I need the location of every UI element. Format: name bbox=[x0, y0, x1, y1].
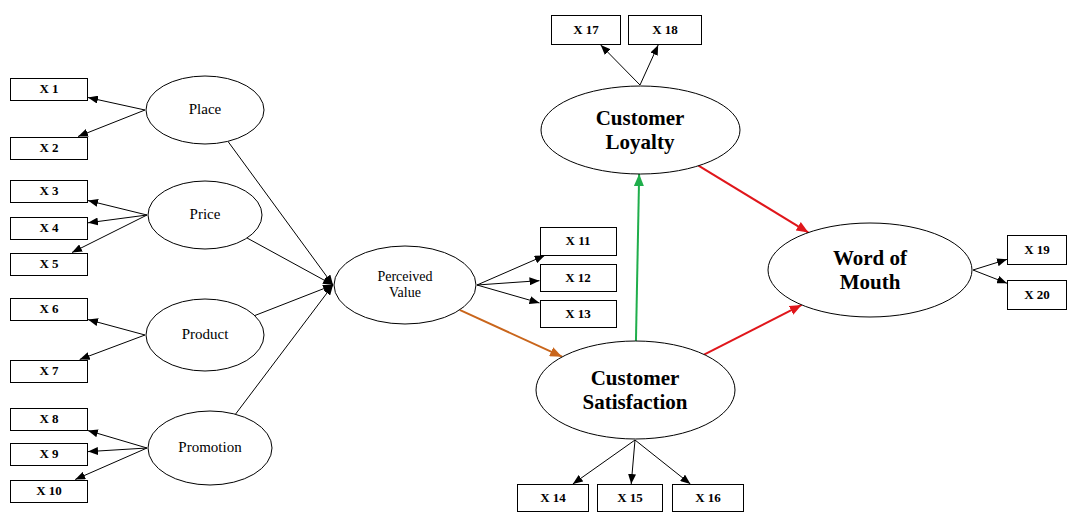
node-label: X 4 bbox=[39, 221, 58, 236]
construct-ellipse: Perceived Value bbox=[333, 245, 477, 325]
path-arrow bbox=[88, 98, 145, 110]
node-label: X 14 bbox=[540, 491, 566, 506]
ellipse-shape bbox=[146, 76, 264, 144]
construct-ellipse: Promotion bbox=[147, 410, 273, 486]
indicator-box: X 13 bbox=[540, 300, 617, 328]
path-arrow bbox=[973, 270, 1007, 283]
indicator-box: X 18 bbox=[628, 15, 702, 45]
path-arrow bbox=[88, 431, 147, 449]
indicator-box: X 20 bbox=[1007, 280, 1067, 310]
construct-ellipse: Word of Mouth bbox=[767, 222, 973, 318]
indicator-box: X 10 bbox=[10, 480, 88, 503]
path-arrow bbox=[247, 238, 333, 285]
path-arrow bbox=[78, 110, 145, 137]
node-label: Price bbox=[190, 206, 221, 223]
path-arrow bbox=[640, 45, 658, 85]
indicator-box: X 14 bbox=[517, 484, 589, 512]
path-arrow bbox=[704, 305, 802, 355]
path-arrow bbox=[601, 45, 640, 85]
path-arrow bbox=[636, 174, 639, 341]
node-label: X 8 bbox=[39, 412, 58, 427]
node-label: Customer Loyalty bbox=[570, 106, 710, 154]
indicator-box: X 2 bbox=[10, 137, 88, 160]
path-arrow bbox=[631, 440, 635, 484]
path-arrow bbox=[698, 166, 808, 233]
node-label: Place bbox=[189, 101, 221, 118]
node-label: X 9 bbox=[39, 447, 58, 462]
indicator-box: X 19 bbox=[1007, 235, 1067, 265]
construct-ellipse: Place bbox=[145, 75, 265, 145]
node-label: X 2 bbox=[39, 141, 58, 156]
node-label: X 10 bbox=[36, 484, 62, 499]
node-label: X 12 bbox=[565, 271, 591, 286]
node-label: Word of Mouth bbox=[810, 246, 930, 294]
ellipse-shape bbox=[541, 86, 740, 174]
node-label: X 13 bbox=[565, 307, 591, 322]
node-label: X 19 bbox=[1024, 243, 1050, 258]
construct-ellipse: Customer Loyalty bbox=[540, 85, 741, 175]
path-arrow bbox=[635, 440, 690, 484]
path-arrow bbox=[88, 320, 145, 335]
construct-ellipse: Price bbox=[147, 180, 263, 250]
ellipse-shape bbox=[768, 223, 972, 317]
node-label: X 18 bbox=[652, 23, 678, 38]
path-arrow bbox=[80, 335, 145, 360]
node-label: X 16 bbox=[695, 491, 721, 506]
node-label: X 3 bbox=[39, 184, 58, 199]
path-arrow bbox=[88, 201, 147, 215]
path-arrow bbox=[973, 259, 1007, 270]
path-arrow bbox=[477, 285, 540, 303]
indicator-box: X 16 bbox=[672, 484, 744, 512]
path-arrow bbox=[88, 448, 147, 452]
node-label: X 1 bbox=[39, 82, 58, 97]
node-label: X 6 bbox=[39, 302, 58, 317]
node-label: X 17 bbox=[573, 23, 599, 38]
path-arrow bbox=[477, 281, 540, 285]
ellipse-shape bbox=[148, 411, 272, 485]
node-label: Product bbox=[182, 326, 229, 343]
construct-ellipse: Customer Satisfaction bbox=[535, 340, 736, 440]
indicator-box: X 8 bbox=[10, 408, 88, 431]
indicator-box: X 4 bbox=[10, 217, 88, 240]
path-arrow bbox=[477, 256, 545, 286]
ellipse-shape bbox=[536, 341, 735, 439]
ellipse-shape bbox=[148, 181, 262, 249]
node-label: Perceived Value bbox=[365, 269, 445, 301]
ellipse-shape bbox=[334, 246, 476, 324]
node-label: Customer Satisfaction bbox=[565, 366, 705, 414]
indicator-box: X 5 bbox=[10, 253, 88, 276]
indicator-box: X 11 bbox=[540, 227, 617, 256]
indicator-box: X 7 bbox=[10, 360, 88, 383]
indicator-box: X 9 bbox=[10, 443, 88, 466]
indicator-box: X 6 bbox=[10, 298, 88, 321]
node-label: X 20 bbox=[1024, 288, 1050, 303]
node-label: X 15 bbox=[617, 491, 643, 506]
indicator-box: X 1 bbox=[10, 78, 88, 101]
node-label: Promotion bbox=[178, 439, 241, 456]
indicator-box: X 12 bbox=[540, 264, 617, 292]
construct-ellipse: Product bbox=[145, 298, 265, 372]
node-label: X 5 bbox=[39, 257, 58, 272]
indicator-box: X 15 bbox=[597, 484, 663, 512]
node-label: X 11 bbox=[566, 234, 591, 249]
indicator-box: X 17 bbox=[551, 15, 621, 45]
indicator-box: X 3 bbox=[10, 180, 88, 203]
ellipse-shape bbox=[146, 299, 264, 371]
path-arrow bbox=[573, 440, 635, 484]
node-label: X 7 bbox=[39, 364, 58, 379]
